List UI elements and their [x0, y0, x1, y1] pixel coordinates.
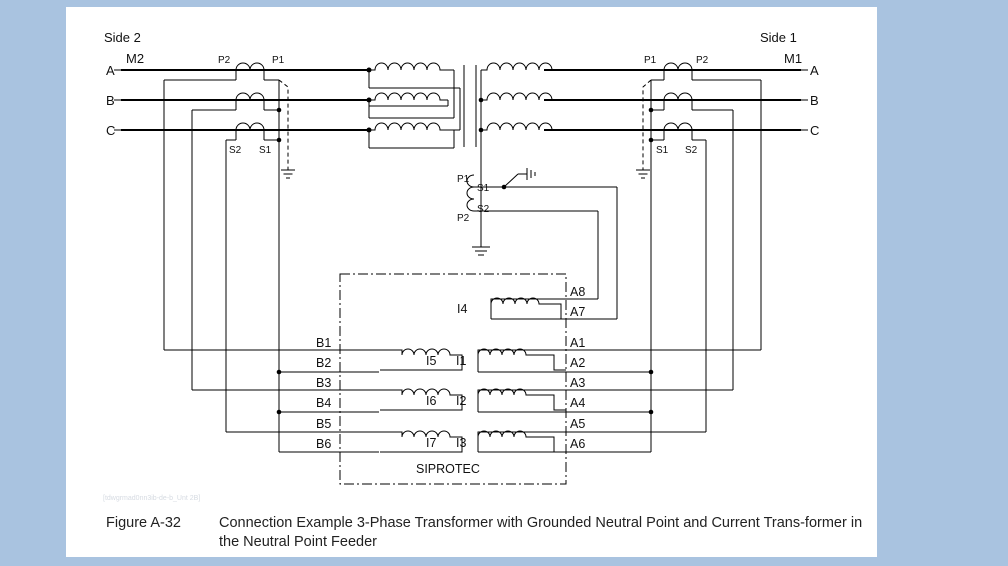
input-i7: I7 [426, 436, 436, 450]
ct-neutral-p2: P2 [457, 213, 470, 224]
right-ct-secondary-wiring [566, 70, 762, 453]
left-ct-coils [235, 62, 265, 131]
device-input-coils [379, 297, 575, 453]
terminal-a7: A7 [570, 305, 585, 319]
terminal-b6: B6 [316, 437, 331, 451]
ct-right-p2: P2 [696, 55, 709, 66]
siprotec-label: SIPROTEC [416, 462, 480, 476]
input-i4: I4 [457, 302, 467, 316]
terminal-a5: A5 [570, 417, 585, 431]
ct-right-p1: P1 [644, 55, 657, 66]
side-2-label: Side 2 [104, 30, 141, 45]
siprotec-device-box [339, 273, 567, 485]
ct-left-s1: S1 [259, 145, 272, 156]
connection-diagram: Side 2 Side 1 M2 M1 A B C A B C P2 P1 S2… [103, 30, 819, 502]
terminal-b4: B4 [316, 396, 331, 410]
ct-left-s2: S2 [229, 145, 242, 156]
m1-label: M1 [784, 51, 802, 66]
terminal-b2: B2 [316, 356, 331, 370]
ct-left-p2: P2 [218, 55, 231, 66]
figure-number: Figure A-32 [106, 515, 181, 531]
ct-neutral-p1: P1 [457, 174, 470, 185]
neutral-ct [466, 168, 618, 320]
terminal-a6: A6 [570, 437, 585, 451]
input-i3: I3 [456, 436, 466, 450]
terminal-a3: A3 [570, 376, 585, 390]
input-i2: I2 [456, 394, 466, 408]
terminal-b5: B5 [316, 417, 331, 431]
ct-neutral-s1: S1 [477, 183, 490, 194]
ct-right-s1: S1 [656, 145, 669, 156]
input-i6: I6 [426, 394, 436, 408]
m2-label: M2 [126, 51, 144, 66]
phase-c-right: C [810, 123, 819, 138]
phase-c-left: C [106, 123, 115, 138]
ct-right-s2: S2 [685, 145, 698, 156]
transformer-left-windings [366, 62, 465, 149]
ct-neutral-s2: S2 [477, 204, 490, 215]
ct-left-p1: P1 [272, 55, 285, 66]
phase-a-left: A [106, 63, 115, 78]
terminal-b3: B3 [316, 376, 331, 390]
figure-sheet: Side 2 Side 1 M2 M1 A B C A B C P2 P1 S2… [66, 7, 877, 557]
right-busbars [544, 69, 808, 131]
right-ct-coils [663, 62, 693, 131]
figure-caption-text: Connection Example 3-Phase Transformer w… [219, 515, 863, 550]
terminal-a2: A2 [570, 356, 585, 370]
input-i1: I1 [456, 354, 466, 368]
left-busbars [114, 69, 369, 131]
terminal-b1: B1 [316, 336, 331, 350]
input-i5: I5 [426, 354, 436, 368]
phase-a-right: A [810, 63, 819, 78]
side-1-label: Side 1 [760, 30, 797, 45]
terminal-a8: A8 [570, 285, 585, 299]
image-reference: [tdwgrmad0nn3ib-de-b_Unt 2B] [103, 495, 200, 502]
phase-b-right: B [810, 93, 819, 108]
terminal-a1: A1 [570, 336, 585, 350]
transformer-right-windings [475, 62, 559, 170]
phase-b-left: B [106, 93, 115, 108]
terminal-a4: A4 [570, 396, 585, 410]
left-ct-secondary-wiring [163, 70, 379, 453]
